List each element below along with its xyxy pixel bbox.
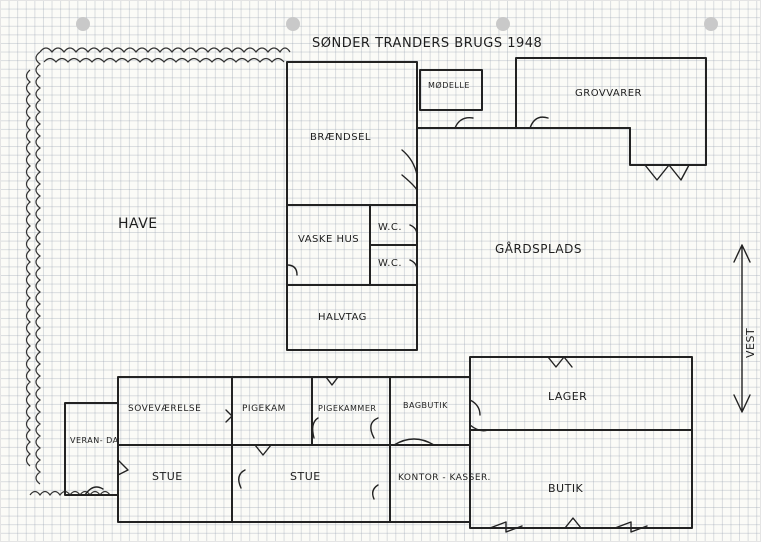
- label-halvtag: HALVTAG: [318, 312, 367, 323]
- hedge-top: [39, 47, 291, 54]
- punch-hole: [286, 17, 300, 31]
- label-grovvarer: GROVVARER: [575, 88, 642, 99]
- door-swing: [371, 484, 379, 500]
- door-swing: [311, 417, 319, 439]
- door-swing: [286, 264, 298, 276]
- label-lager: LAGER: [548, 390, 587, 403]
- compass-label: VEST: [744, 328, 757, 358]
- label-butik: BUTIK: [548, 482, 584, 495]
- door-swing: [401, 149, 418, 191]
- modelle-walls: [419, 69, 483, 111]
- door-swing: [393, 438, 441, 446]
- grovvarer-walls: [515, 57, 707, 166]
- door-swing: [409, 224, 418, 271]
- label-veranda: VERAN- DA: [70, 436, 119, 445]
- outbuilding-walls: [286, 61, 418, 351]
- punch-hole: [704, 17, 718, 31]
- label-pigekammer-1: PIGEKAM: [242, 404, 286, 414]
- door-swing: [325, 376, 339, 386]
- door-swing: [454, 117, 474, 129]
- door-swing: [225, 409, 233, 423]
- shop-walls: [469, 356, 693, 529]
- label-stue-right: STUE: [290, 470, 321, 483]
- label-have: HAVE: [118, 216, 158, 232]
- punch-hole: [496, 17, 510, 31]
- label-kontor: KONTOR - KASSER.: [398, 473, 491, 483]
- label-bagbutik: BAGBUTIK: [403, 401, 448, 410]
- label-wc-upper: W.C.: [378, 222, 402, 233]
- door-swing: [644, 164, 690, 181]
- label-pigekammer-2: PIGEKAMMER: [318, 404, 376, 413]
- door-swing: [547, 356, 573, 368]
- door-swing: [84, 486, 104, 496]
- label-stue-left: STUE: [152, 470, 183, 483]
- hedge-left-inner: [25, 69, 31, 467]
- compass-arrow: [733, 244, 751, 413]
- label-braendsel: BRÆNDSEL: [310, 132, 371, 143]
- veranda-walls: [64, 402, 119, 496]
- door-swing: [489, 517, 648, 533]
- door-swing: [254, 444, 272, 456]
- label-modelle: MØDELLE: [428, 80, 470, 90]
- door-swing: [529, 116, 549, 129]
- house-walls: [117, 376, 471, 523]
- door-swing: [117, 459, 129, 476]
- door-swing: [370, 417, 379, 439]
- label-wc-lower: W.C.: [378, 258, 402, 269]
- hedge-top-inner: [43, 57, 285, 63]
- punch-hole: [76, 17, 90, 31]
- hedge-left: [35, 51, 41, 485]
- label-gaardsplads: GÅRDSPLADS: [495, 241, 582, 256]
- label-sovevaerelse: SOVEVÆRELSE: [128, 404, 201, 414]
- label-vaskehus: VASKE HUS: [298, 234, 359, 245]
- door-swing: [238, 469, 246, 489]
- door-swing: [469, 399, 489, 432]
- plan-title: SØNDER TRANDERS BRUGS 1948: [312, 36, 542, 51]
